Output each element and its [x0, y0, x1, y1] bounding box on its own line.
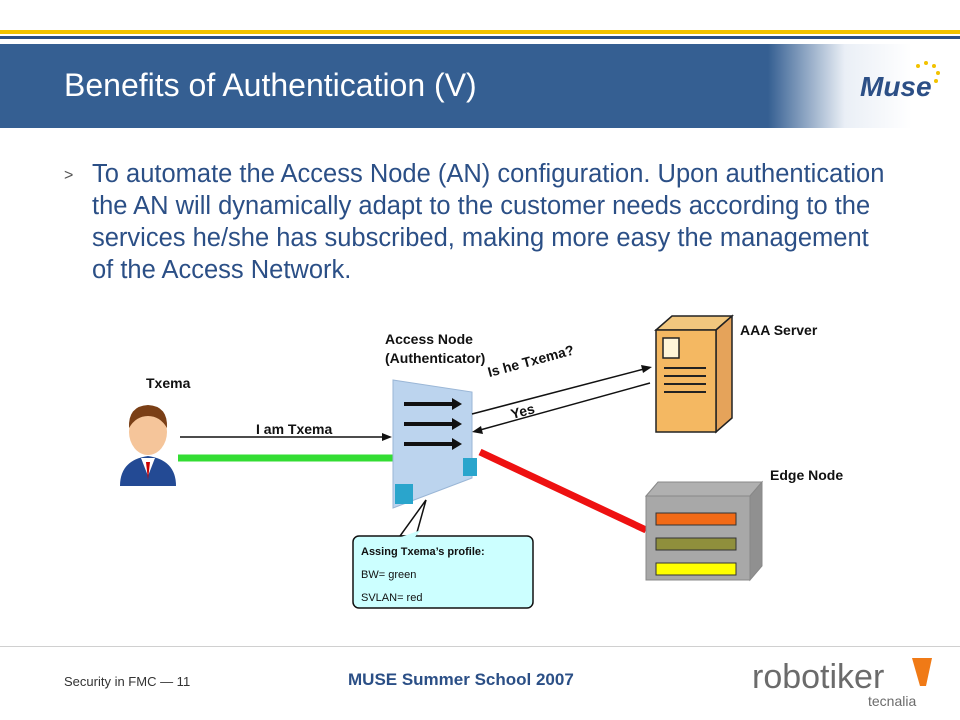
yes-arrow — [479, 382, 651, 431]
eu-stars-icon — [916, 61, 940, 83]
footer-divider — [0, 646, 960, 647]
robotiker-mark-icon — [912, 658, 932, 686]
muse-logo: Muse — [860, 61, 940, 102]
authenticator-label: (Authenticator) — [385, 350, 486, 366]
title-bar — [0, 44, 960, 128]
footer-left-text: Security in FMC — 11 — [64, 674, 191, 689]
access-node-icon — [392, 379, 477, 509]
aaa-server-label: AAA Server — [740, 322, 818, 338]
svg-text:robotiker: robotiker — [752, 658, 884, 696]
svg-text:Muse: Muse — [860, 71, 932, 102]
top-accent-line — [0, 30, 960, 34]
callout-title: Assing Txema’s profile: — [361, 546, 485, 558]
edge-node-icon — [644, 480, 764, 582]
top-blue-line — [0, 36, 960, 39]
robotiker-logo: robotiker tecnalia — [752, 658, 932, 709]
callout-svlan: SVLAN= red — [361, 592, 423, 604]
query-arrow — [471, 368, 645, 415]
profile-callout — [352, 499, 534, 609]
edge-node-label: Edge Node — [770, 467, 844, 483]
callout-bw: BW= green — [361, 569, 417, 581]
svg-text:tecnalia: tecnalia — [868, 693, 916, 709]
footer-center-text: MUSE Summer School 2007 — [348, 670, 574, 689]
i-am-txema-label: I am Txema — [256, 421, 333, 437]
server-icon — [654, 314, 734, 434]
svlan-red-line — [478, 448, 648, 534]
slide-title: Benefits of Authentication (V) — [64, 67, 477, 103]
bullet-text: To automate the Access Node (AN) configu… — [92, 160, 885, 284]
access-node-label: Access Node — [385, 331, 473, 347]
user-icon — [120, 405, 176, 486]
bullet-marker: > — [64, 167, 74, 184]
txema-label: Txema — [146, 375, 191, 391]
